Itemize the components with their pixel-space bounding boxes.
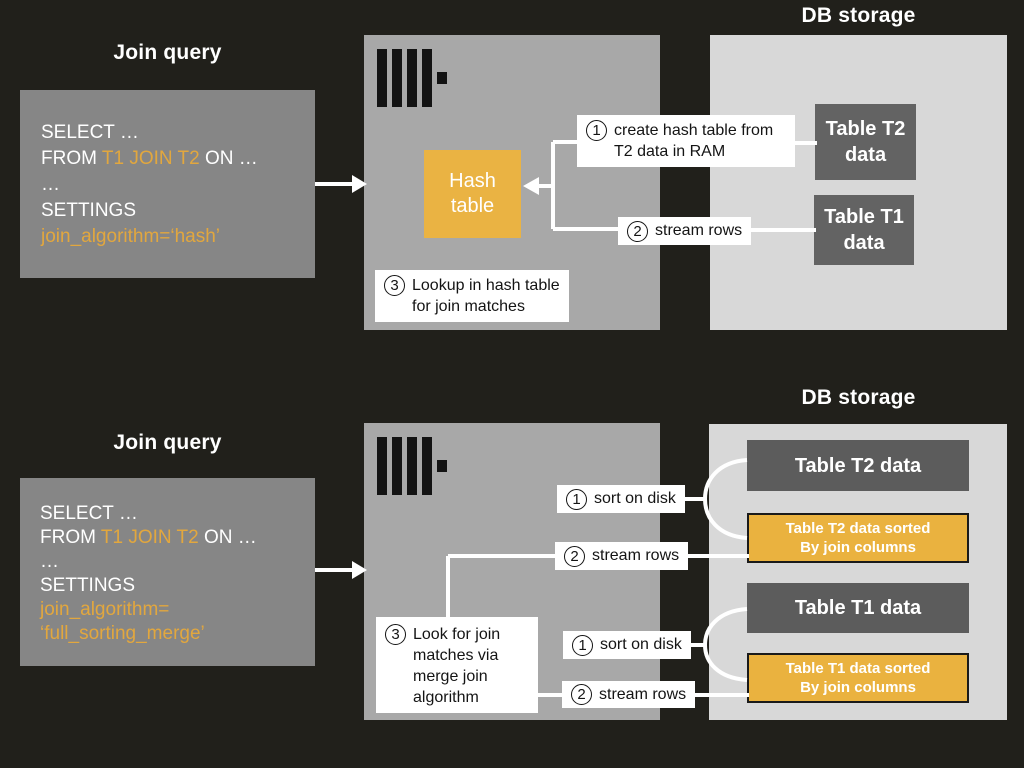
sql-line-select: SELECT …: [40, 503, 138, 524]
hash-join-sql-box: SELECT … FROM T1 JOIN T2 ON … … SETTINGS…: [20, 90, 315, 278]
sql-line-from: FROM T1 JOIN T2 ON …: [41, 148, 258, 169]
hash-table-label-line: table: [450, 195, 495, 217]
sql-join-accent: T1 JOIN T2: [101, 148, 200, 169]
step-2-badge: 2: [627, 220, 648, 242]
callout-stream-rows-t2: 2 stream rows: [555, 542, 689, 570]
step-1-badge: 1: [586, 120, 607, 141]
sql-line-select: SELECT …: [41, 122, 139, 143]
merge-db-storage-title: DB storage: [801, 386, 916, 409]
callout-sort-on-disk-t2: 1 sort on disk: [557, 485, 685, 513]
table-t1-sorted-box: Table T1 data sorted By join columns: [747, 653, 969, 703]
step-2-badge: 2: [571, 684, 592, 705]
step-3-badge: 3: [384, 275, 405, 296]
step-1-badge: 1: [572, 634, 593, 656]
db-storage-panel-hash: [710, 35, 1007, 330]
arrow-query-to-server-merge: [315, 561, 367, 579]
arrow-query-to-server-hash: [315, 175, 367, 193]
sql-line-ellipsis: …: [41, 174, 60, 195]
sql-line-settings: SETTINGS: [40, 575, 136, 596]
table-t1-data-box: Table T1 data: [747, 583, 969, 633]
callout-stream-rows-t1: 2 stream rows: [562, 681, 696, 708]
callout-merge-join-lookup: 3 Look for join matches via merge join a…: [376, 617, 538, 713]
table-t2-sorted-box: Table T2 data sorted By join columns: [747, 513, 969, 563]
hash-db-storage-title: DB storage: [801, 4, 916, 27]
clickhouse-logo-icon: [377, 49, 447, 107]
step-2-badge: 2: [564, 545, 585, 567]
hash-table-box: Hash table: [424, 150, 521, 238]
sql-line-ellipsis: …: [40, 551, 59, 572]
sql-line-algorithm: join_algorithm=‘hash’: [41, 226, 221, 247]
callout-stream-rows-hash: 2 stream rows: [618, 217, 752, 245]
sql-line-from: FROM T1 JOIN T2 ON …: [40, 527, 257, 548]
sql-join-accent: T1 JOIN T2: [100, 527, 199, 548]
step-1-badge: 1: [566, 488, 587, 510]
table-t2-data-box: Table T2 data: [747, 440, 969, 491]
table-t2-data-box: Table T2 data: [815, 104, 916, 180]
clickhouse-logo-icon: [377, 437, 447, 495]
sql-line-algorithm-value: ‘full_sorting_merge’: [40, 623, 205, 644]
callout-sort-on-disk-t1: 1 sort on disk: [563, 631, 691, 659]
step-3-badge: 3: [385, 624, 406, 645]
sql-line-settings: SETTINGS: [41, 200, 137, 221]
callout-create-hash-table: 1 create hash table from T2 data in RAM: [577, 115, 795, 167]
merge-join-query-title: Join query: [113, 431, 222, 454]
sql-line-algorithm: join_algorithm=: [40, 599, 170, 620]
callout-lookup-hash-table: 3 Lookup in hash table for join matches: [375, 270, 569, 322]
table-t1-data-box: Table T1 data: [814, 195, 914, 265]
merge-join-sql-box: SELECT … FROM T1 JOIN T2 ON … … SETTINGS…: [20, 478, 315, 666]
hash-table-label-line: Hash: [449, 170, 496, 192]
hash-join-query-title: Join query: [113, 41, 222, 64]
